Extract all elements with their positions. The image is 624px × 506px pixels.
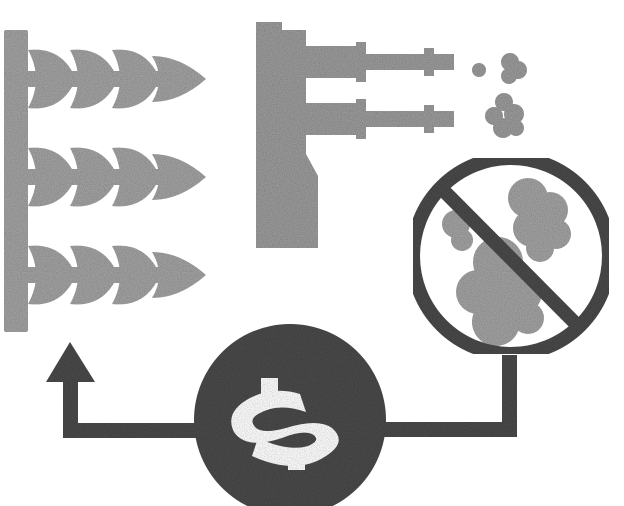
- coin-disc: [194, 324, 386, 506]
- wheat-ear-middle: [24, 148, 206, 207]
- spray-mist: [472, 53, 527, 138]
- no-smoke-icon: [413, 158, 609, 354]
- connector-bar-left: [63, 423, 203, 438]
- sprayer-nozzle-bottom: [300, 99, 454, 139]
- wheat-ear-bottom: [24, 246, 206, 305]
- connector-bar-right: [378, 422, 516, 437]
- wheat-ear-top: [24, 50, 206, 109]
- dollar-coin-icon: [194, 324, 386, 506]
- arrow-up-icon: [46, 342, 95, 382]
- connector-bar-up: [502, 355, 517, 437]
- crop-sprayer-icon: [256, 22, 527, 248]
- sprayer-nozzle-top: [300, 42, 454, 82]
- wheat-crop-icon: [4, 30, 206, 332]
